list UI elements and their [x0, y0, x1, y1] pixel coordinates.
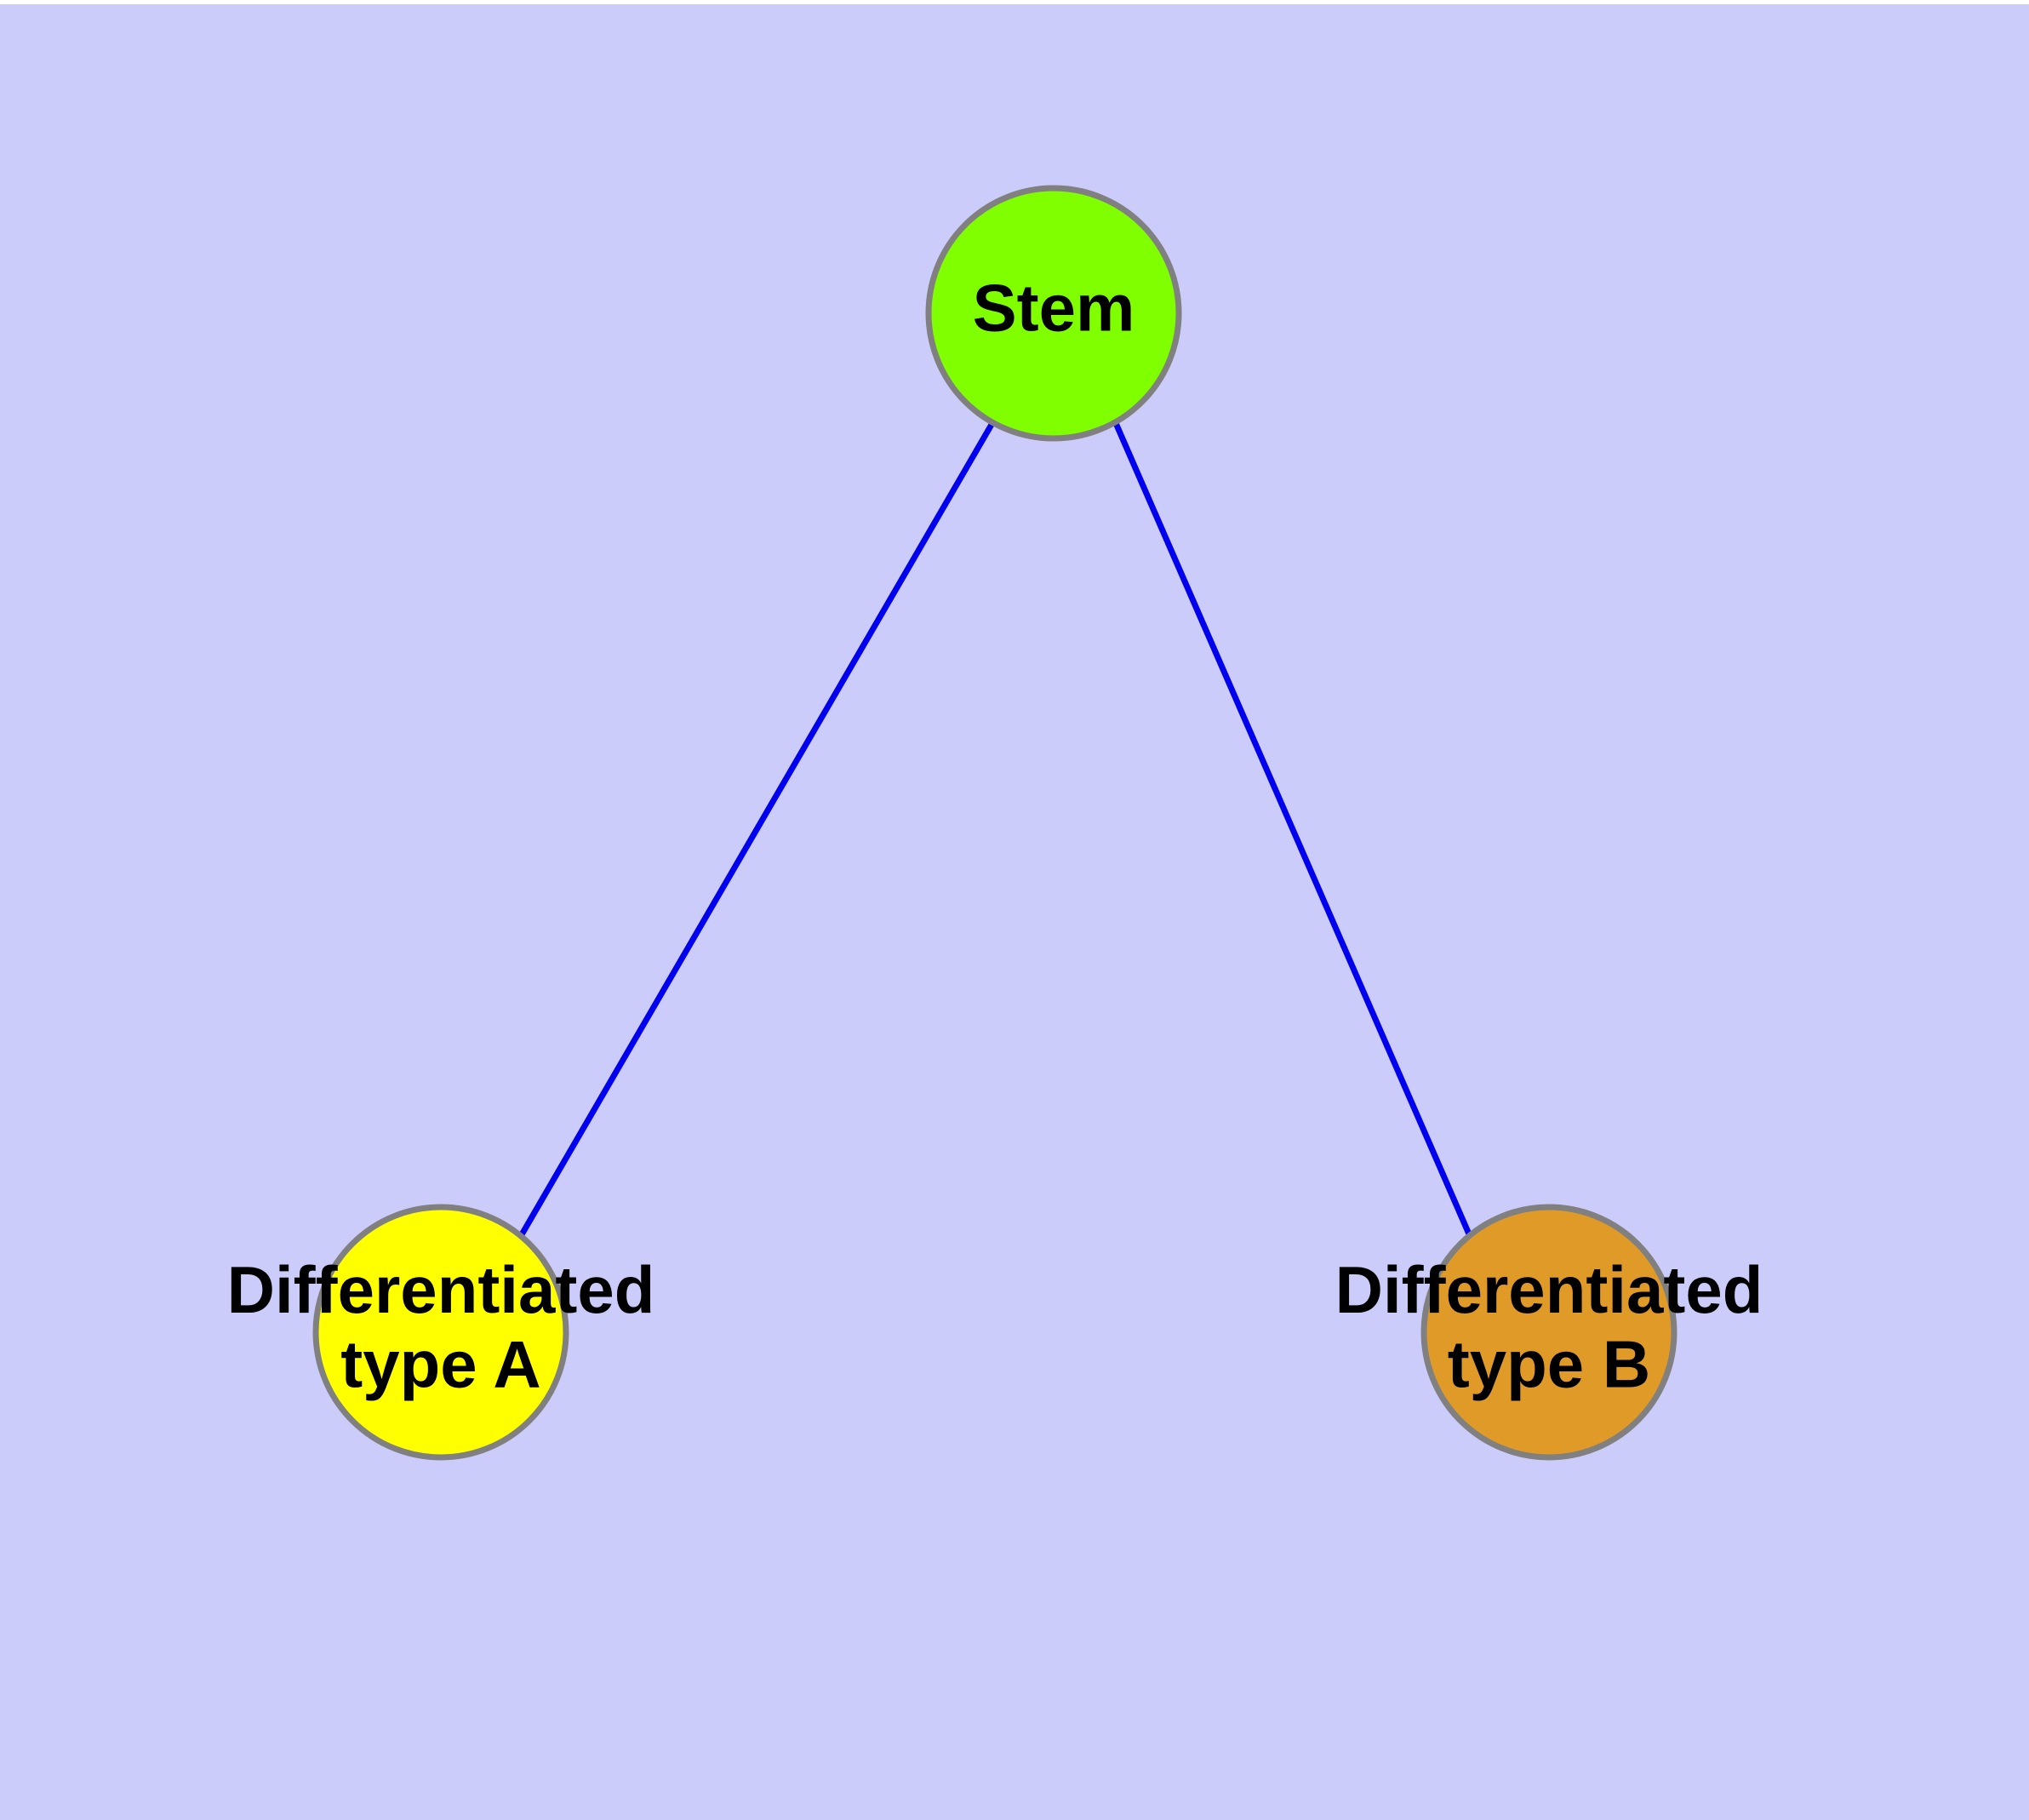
node-label-differentiated-a-line1: Differentiated [227, 1252, 655, 1327]
node-group: Differentiated type A Differentiated typ… [227, 185, 1763, 1461]
node-circle-differentiated-b[interactable] [1420, 1204, 1677, 1461]
node-label-differentiated-b-line2: type B [1448, 1326, 1650, 1401]
node-circle-differentiated-a[interactable] [312, 1204, 569, 1461]
node-differentiated-type-b[interactable]: Differentiated type B [1335, 1204, 1763, 1461]
node-circle-stem[interactable] [925, 185, 1182, 442]
node-label-stem: Stem [973, 271, 1135, 346]
edge-stem-to-differentiated-b[interactable] [1112, 421, 1473, 1238]
node-label-differentiated-a-line2: type A [340, 1326, 541, 1401]
edge-stem-to-differentiated-a[interactable] [517, 421, 996, 1238]
node-label-differentiated-b-line1: Differentiated [1335, 1252, 1763, 1327]
edge-group [517, 421, 1473, 1238]
node-stem[interactable]: Stem [925, 185, 1182, 442]
node-differentiated-type-a[interactable]: Differentiated type A [227, 1204, 655, 1461]
